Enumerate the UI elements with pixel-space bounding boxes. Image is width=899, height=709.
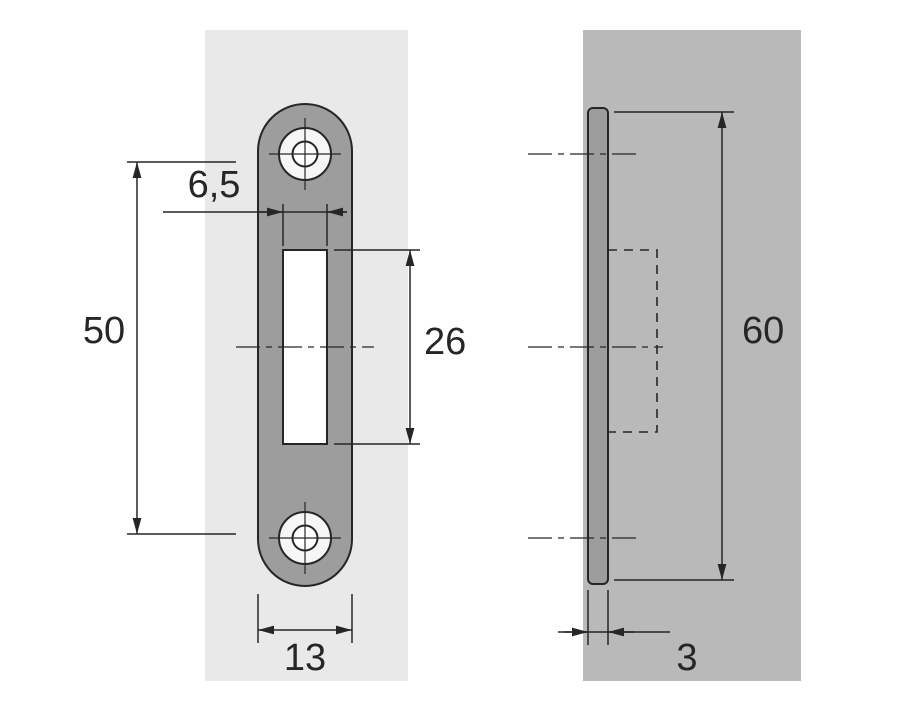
- dim-label-slot-width: 6,5: [188, 164, 241, 206]
- dimension-slot-height: 26: [334, 249, 466, 445]
- screw-hole-bottom: [269, 502, 341, 574]
- dim-label-hole-spacing: 50: [83, 310, 125, 352]
- side-view: 60 3: [528, 30, 801, 681]
- dimension-plate-thickness: 3: [558, 590, 698, 679]
- front-view: 50 6,5 26 1: [83, 30, 466, 681]
- dim-label-plate-thickness: 3: [676, 637, 697, 679]
- dim-label-slot-height: 26: [424, 321, 466, 363]
- strike-plate-side: [587, 107, 609, 585]
- door-edge-panel-side: [583, 30, 801, 681]
- dimension-hole-spacing: 50: [83, 161, 236, 535]
- dim-label-plate-height: 60: [742, 310, 784, 352]
- hidden-pocket-outline: [608, 249, 658, 433]
- dimension-slot-width: 6,5: [163, 164, 347, 246]
- dimension-plate-height: 60: [614, 111, 784, 581]
- dimension-plate-width: 13: [257, 594, 353, 679]
- dim-label-plate-width: 13: [284, 637, 326, 679]
- screw-hole-top: [269, 118, 341, 190]
